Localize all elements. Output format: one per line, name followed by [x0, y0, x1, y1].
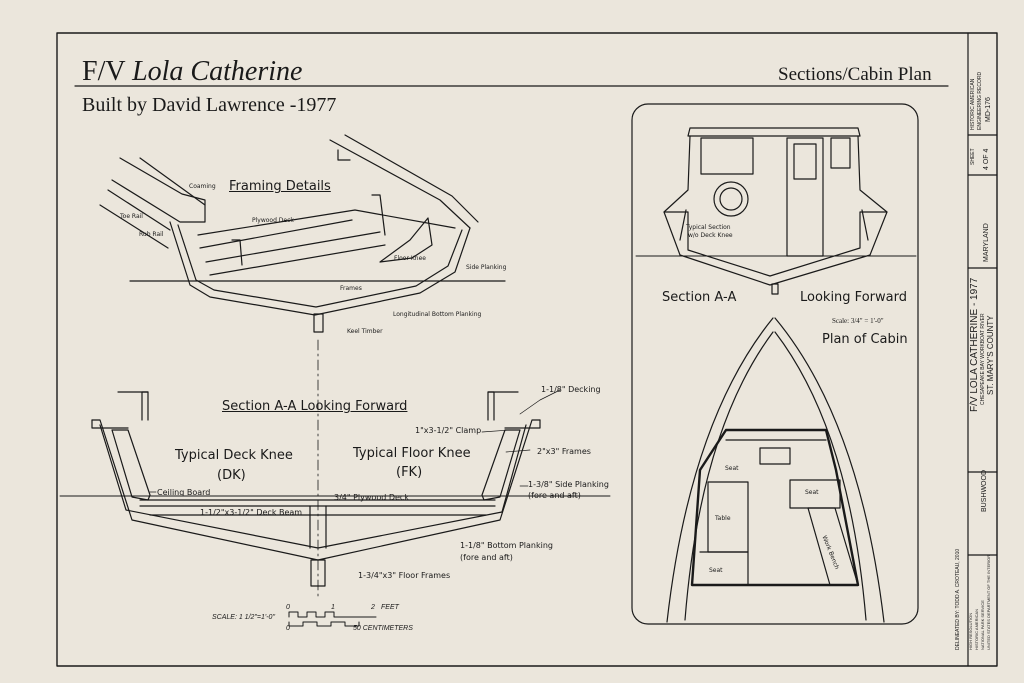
cabin-panel-frame: [631, 103, 919, 625]
label-floor-knee: Floor Knee: [394, 255, 426, 262]
strip-city: BUSHWOOD: [981, 470, 988, 512]
floor-knee-abbr: (FK): [396, 465, 423, 480]
scale-bar-label: SCALE: 1 1/2"=1'-0": [212, 614, 275, 621]
label-keel-timber: Keel Timber: [347, 328, 383, 335]
label-coaming: Coaming: [189, 183, 216, 190]
label-frames-main: 2"x3" Frames: [537, 447, 591, 456]
label-typical-section: Typical Section: [686, 224, 731, 231]
strip-agency-4: UNITED STATES DEPARTMENT OF THE INTERIOR: [986, 554, 991, 650]
label-side-planking: Side Planking: [466, 264, 507, 271]
strip-state: MARYLAND: [983, 223, 990, 262]
label-frames: Frames: [340, 285, 362, 292]
cabin-scale: Scale: 3/4" = 1'-0": [832, 317, 884, 325]
strip-habs-2: ENGINEERING RECORD: [977, 71, 983, 130]
scale-feet-unit: FEET: [381, 604, 399, 611]
vessel-name: Lola Catherine: [132, 56, 303, 87]
outer-border: [56, 32, 998, 667]
cabin-section-heading: Section A-A: [662, 290, 737, 305]
label-table: Table: [715, 515, 731, 522]
vessel-title: F/V Lola Catherine: [82, 58, 302, 86]
floor-knee-label: Typical Floor Knee: [353, 446, 471, 461]
framing-details-drawing: [99, 134, 506, 333]
strip-title-main: F/V LOLA CATHERINE - 1977: [969, 277, 980, 412]
scale-feet-2: 2: [371, 604, 375, 611]
strip-habs-1: HISTORIC AMERICAN: [970, 78, 976, 130]
cabin-section-drawing: [635, 127, 917, 295]
label-ceiling-board: Ceiling Board: [157, 488, 211, 497]
strip-habs-number: MD-176: [985, 97, 992, 122]
scale-bar-graphic: [288, 611, 377, 627]
strip-agency-1: HIGH RESOLUTION: [968, 612, 973, 650]
main-section-drawing: [59, 389, 611, 587]
deck-knee-label: Typical Deck Knee: [175, 448, 293, 463]
label-seat-top: Seat: [725, 465, 739, 472]
framing-details-heading: Framing Details: [229, 179, 331, 194]
strip-sheet-number: 4 OF 4: [983, 148, 990, 170]
label-clamp: 1"x3-1/2" Clamp: [415, 426, 482, 435]
vessel-prefix: F/V: [82, 56, 126, 87]
strip-sheet-label: SHEET: [970, 148, 976, 165]
label-seat-bottom: Seat: [709, 567, 723, 574]
cabin-plan-heading: Plan of Cabin: [822, 332, 908, 347]
scale-cm-0: 0: [286, 625, 290, 632]
label-floor-frames: 1-3/4"x3" Floor Frames: [358, 571, 451, 580]
label-bottom-planking-main: 1-1/8" Bottom Planking: [460, 541, 553, 550]
label-seat-right: Seat: [805, 489, 819, 496]
label-side-planking-note: (fore and aft): [528, 491, 581, 500]
strip-agency-3: NATIONAL PARK SERVICE: [980, 600, 985, 650]
cabin-plan-drawing: [666, 317, 885, 623]
scale-feet-1: 1: [331, 604, 335, 611]
label-decking: 1-1/8" Decking: [541, 385, 601, 394]
label-side-planking-main: 1-3/8" Side Planking: [528, 480, 609, 489]
sheet-title: Sections/Cabin Plan: [778, 64, 932, 85]
label-bottom-planking-note: (fore and aft): [460, 553, 513, 562]
builder-line: Built by David Lawrence -1977: [82, 94, 337, 116]
cabin-looking-forward: Looking Forward: [800, 290, 907, 305]
label-typical-section-note: w/o Deck Knee: [688, 232, 733, 239]
label-deck-beam: 1-1/2"x3-1/2" Deck Beam: [200, 508, 303, 517]
deck-knee-abbr: (DK): [217, 468, 246, 483]
label-toe-rail: Toe Rail: [120, 213, 143, 220]
label-plywood-deck-main: 3/4" Plywood Deck: [334, 493, 409, 502]
label-plywood-deck: Plywood Deck: [252, 217, 294, 224]
strip-title-sub2: ST. MARY'S COUNTY: [986, 315, 995, 395]
label-rub-rail: Rub Rail: [139, 231, 164, 238]
scale-feet-0: 0: [286, 604, 290, 611]
label-bottom-planking: Longitudinal Bottom Planking: [393, 311, 482, 318]
strip-agency-2: HISTORIC AMERICAN: [974, 608, 979, 650]
scale-cm-50: 50 CENTIMETERS: [353, 625, 413, 632]
strip-delineator: DELINEATED BY: TODD A. CROTEAU, 2010: [955, 548, 961, 650]
section-aa-heading: Section A-A Looking Forward: [222, 399, 408, 414]
